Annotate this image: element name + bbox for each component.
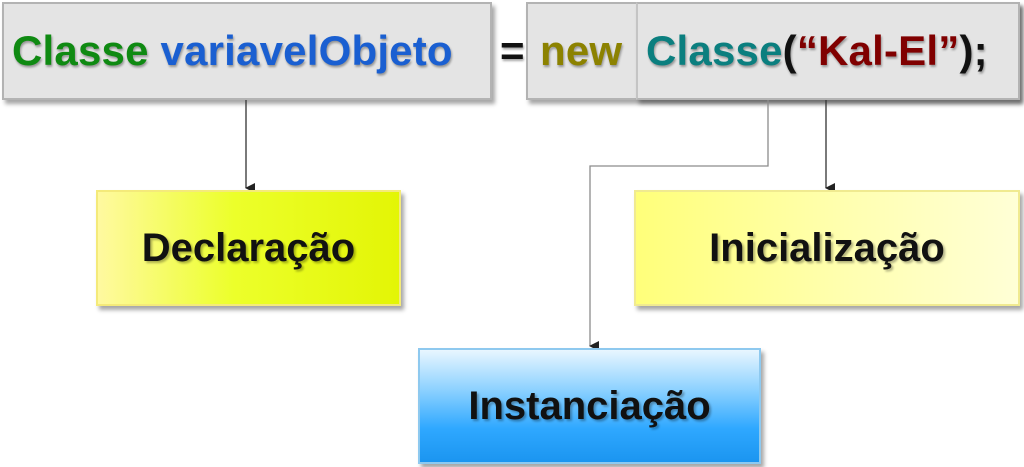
close-paren-semicolon: ); xyxy=(959,27,988,74)
declaration-code: Classe variavelObjeto xyxy=(12,30,453,72)
constructor-call-code-box xyxy=(636,2,1020,100)
constructor-name: Classe xyxy=(646,27,783,74)
declaracao-box: Declaração xyxy=(96,190,401,306)
constructor-call: Classe(“Kal-El”); xyxy=(646,30,988,72)
instanciacao-arrow xyxy=(589,100,769,351)
instanciacao-box: Instanciação xyxy=(418,348,761,464)
open-paren: ( xyxy=(782,27,797,74)
declaracao-label: Declaração xyxy=(141,225,356,270)
inicializacao-label: Inicialização xyxy=(709,225,945,270)
type-name: Classe xyxy=(12,27,149,74)
string-argument: “Kal-El” xyxy=(796,27,960,74)
new-keyword: new xyxy=(540,27,623,74)
variable-name: variavelObjeto xyxy=(160,27,453,74)
inicializacao-box: Inicialização xyxy=(634,190,1020,306)
instanciacao-label: Instanciação xyxy=(468,383,711,428)
assignment-operator: = xyxy=(500,27,525,74)
declaration-code-box xyxy=(2,2,492,100)
